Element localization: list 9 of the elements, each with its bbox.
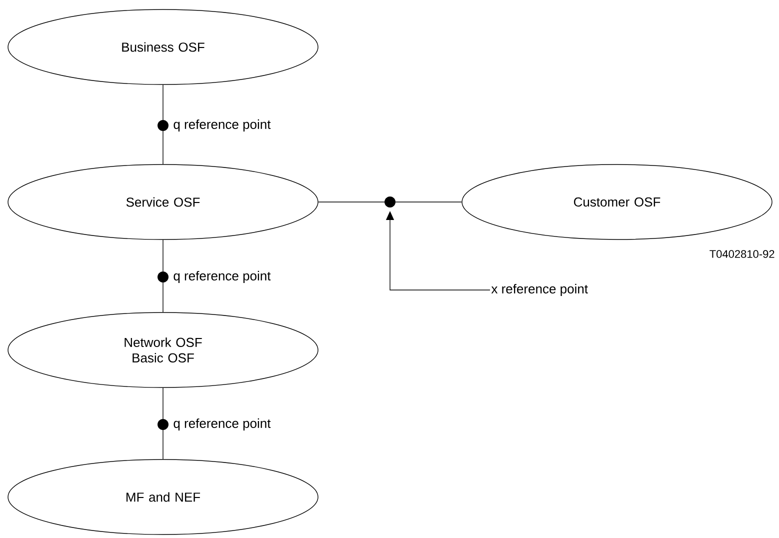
figure-code: T0402810-92: [710, 250, 774, 258]
connector: [318, 196, 462, 208]
connector: [158, 84, 168, 164]
edge-label: q reference point: [174, 270, 271, 284]
edge-label: q reference point: [174, 418, 271, 431]
leader-text: x reference point: [491, 284, 588, 296]
connector: [158, 240, 168, 312]
connector: [158, 388, 168, 460]
edge-label: q reference point: [174, 119, 271, 132]
